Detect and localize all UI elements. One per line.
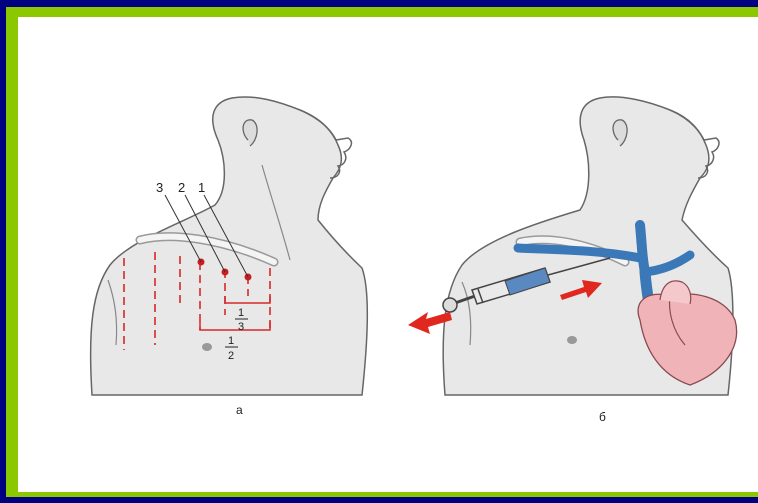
caption-a: а: [236, 403, 243, 417]
figure-a: 3 2 1 1 3 1 2 а: [91, 97, 368, 417]
svg-text:3: 3: [238, 321, 244, 333]
point-label-1: 1: [198, 180, 205, 195]
point-label-3: 3: [156, 180, 163, 195]
svg-text:2: 2: [228, 350, 234, 362]
svg-text:1: 1: [238, 307, 244, 319]
nipple-a: [202, 343, 212, 351]
caption-b: б: [599, 410, 606, 424]
point-label-2: 2: [178, 180, 185, 195]
svg-text:1: 1: [228, 335, 234, 347]
nipple-b: [567, 336, 577, 344]
figure-b: б: [408, 97, 737, 424]
